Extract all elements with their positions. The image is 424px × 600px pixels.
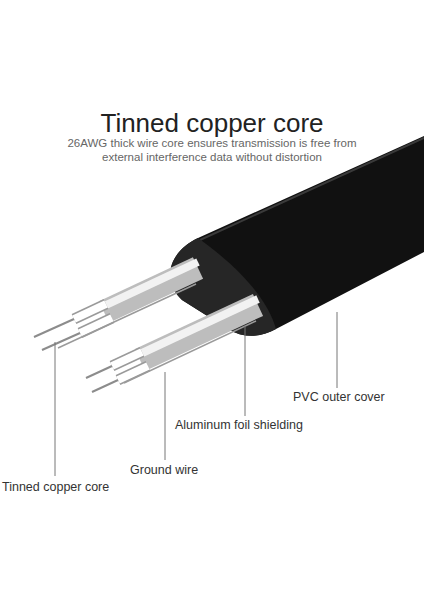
part-label: PVC outer cover bbox=[293, 390, 413, 405]
leader-line bbox=[165, 372, 166, 460]
leader-line bbox=[55, 342, 56, 476]
ground-wire bbox=[124, 321, 256, 383]
cable-jacket bbox=[170, 136, 424, 336]
part-label: Aluminum foil shielding bbox=[175, 418, 335, 433]
part-label: Ground wire bbox=[130, 463, 250, 478]
insulation-outline bbox=[74, 304, 106, 319]
copper-core bbox=[86, 366, 112, 378]
part-label: Tinned copper core bbox=[2, 480, 162, 495]
subtitle-note: 26AWG thick wire core ensures transmissi… bbox=[62, 136, 362, 165]
insulation-outline bbox=[118, 366, 148, 380]
core-insulation bbox=[74, 304, 106, 319]
core-insulation bbox=[112, 352, 142, 366]
copper-core bbox=[34, 319, 74, 337]
foil-shield bbox=[140, 305, 258, 360]
title: Tinned copper core bbox=[0, 108, 424, 139]
foil-highlight bbox=[104, 262, 198, 306]
leader-line bbox=[337, 312, 338, 388]
insulation-outline bbox=[112, 352, 142, 366]
core-insulation bbox=[118, 366, 148, 380]
foil-highlight bbox=[140, 299, 258, 354]
leader-line bbox=[245, 326, 246, 416]
copper-core bbox=[92, 380, 118, 392]
copper-core bbox=[42, 333, 80, 350]
